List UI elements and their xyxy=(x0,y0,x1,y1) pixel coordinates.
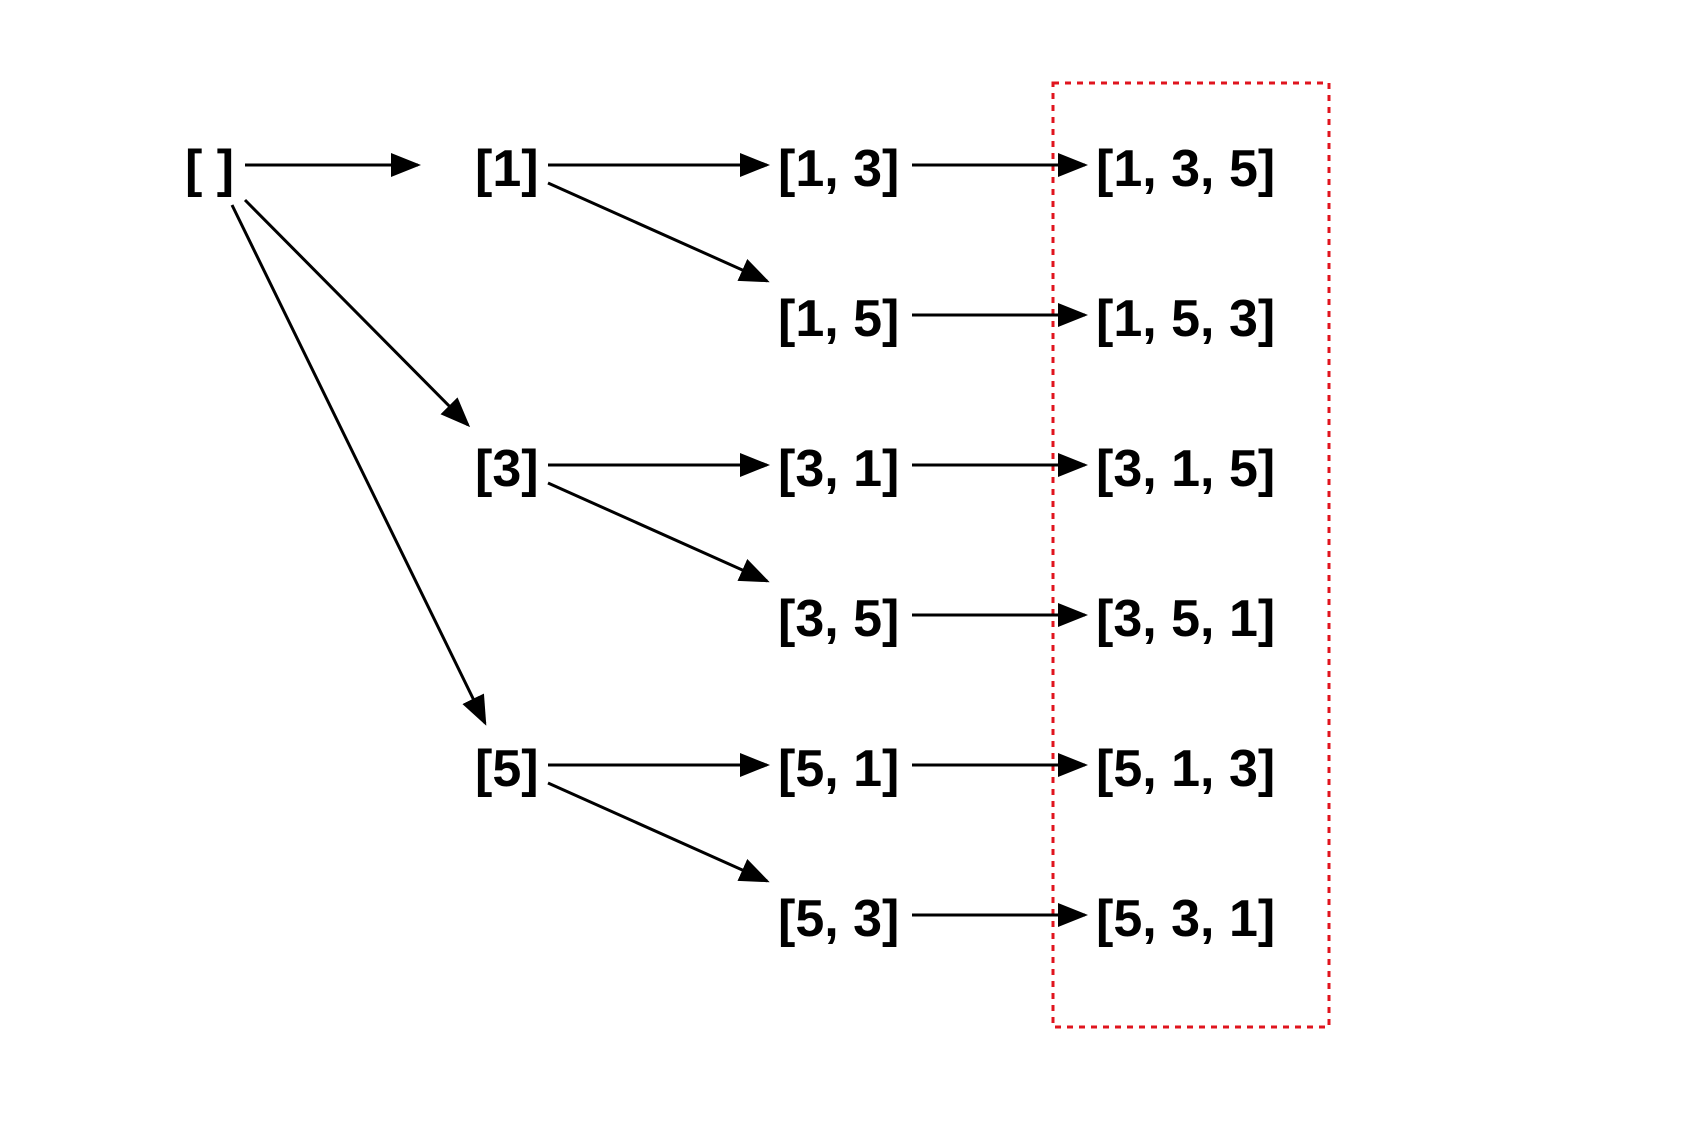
edges xyxy=(230,153,1088,927)
arrow-root-to-n3 xyxy=(243,198,471,428)
arrow-n3-to-n35 xyxy=(547,481,770,583)
node-3: [3] xyxy=(475,440,539,498)
node-5-1-3: [5, 1, 3] xyxy=(1096,740,1275,798)
node-1-5: [1, 5] xyxy=(778,290,899,348)
node-5-1: [5, 1] xyxy=(778,740,899,798)
node-5-3: [5, 3] xyxy=(778,890,899,948)
node-3-1-5: [3, 1, 5] xyxy=(1096,440,1275,498)
node-1-5-3: [1, 5, 3] xyxy=(1096,290,1275,348)
node-3-5: [3, 5] xyxy=(778,590,899,648)
node-5-3-1: [5, 3, 1] xyxy=(1096,890,1275,948)
leaf-highlight-box xyxy=(1051,81,1331,1029)
arrow-n5-to-n53 xyxy=(547,781,770,883)
node-1-3: [1, 3] xyxy=(778,140,899,198)
arrow-n1-to-n15 xyxy=(547,181,770,283)
node-3-1: [3, 1] xyxy=(778,440,899,498)
node-1: [1] xyxy=(475,140,539,198)
nodes: [ ] [1] [3] [5] [1, 3] [1, 5] [3, 1] [3,… xyxy=(185,140,1275,948)
node-1-3-5: [1, 3, 5] xyxy=(1096,140,1275,198)
node-root: [ ] xyxy=(185,140,234,198)
arrow-root-to-n5 xyxy=(230,204,487,726)
node-3-5-1: [3, 5, 1] xyxy=(1096,590,1275,648)
node-5: [5] xyxy=(475,740,539,798)
